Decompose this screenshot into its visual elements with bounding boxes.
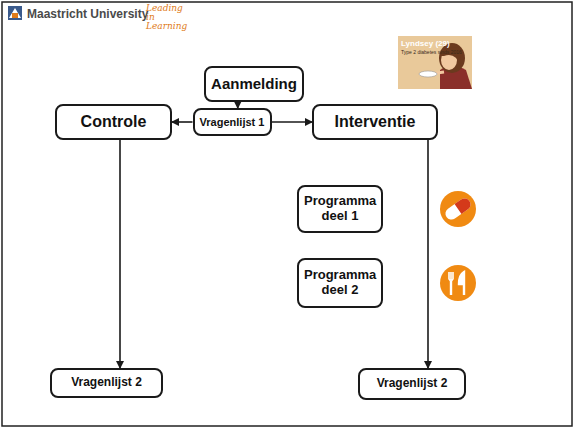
- flow-arrow: [427, 140, 429, 368]
- box-text: Aanmelding: [211, 75, 297, 92]
- questionnaire-box: Vragenlijst 2: [358, 368, 466, 400]
- persona-note: Type 2 diabetes sinds 2016: [401, 49, 462, 55]
- pill-icon: [440, 191, 476, 227]
- slogan: Leading in Learning: [146, 4, 194, 31]
- persona-name: Lyndsey (29): [401, 39, 450, 48]
- group-box: Interventie: [312, 104, 438, 140]
- box-text: Controle: [81, 113, 147, 131]
- program-box: Programma deel 2: [297, 258, 383, 308]
- flow-arrow: [119, 140, 121, 368]
- university-logo: [8, 6, 22, 20]
- group-box: Controle: [55, 104, 172, 140]
- questionnaire-box: Vragenlijst 2: [50, 368, 163, 398]
- flow-arrow: [172, 121, 193, 123]
- program-box: Programma deel 1: [297, 185, 383, 233]
- questionnaire-box: Vragenlijst 1: [193, 108, 272, 136]
- box-text: Vragenlijst 2: [71, 376, 142, 390]
- university-name: Maastricht University: [27, 7, 148, 21]
- box-text: Vragenlijst 1: [200, 116, 265, 129]
- box-text: Programma deel 1: [304, 194, 376, 224]
- process-box: Aanmelding: [204, 66, 304, 102]
- flow-arrow: [272, 121, 313, 123]
- cutlery-icon: [440, 265, 476, 301]
- lyndsey-illustration: [398, 36, 472, 89]
- box-text: Interventie: [335, 113, 416, 131]
- box-text: Vragenlijst 2: [377, 377, 448, 391]
- box-text: Programma deel 2: [304, 268, 376, 298]
